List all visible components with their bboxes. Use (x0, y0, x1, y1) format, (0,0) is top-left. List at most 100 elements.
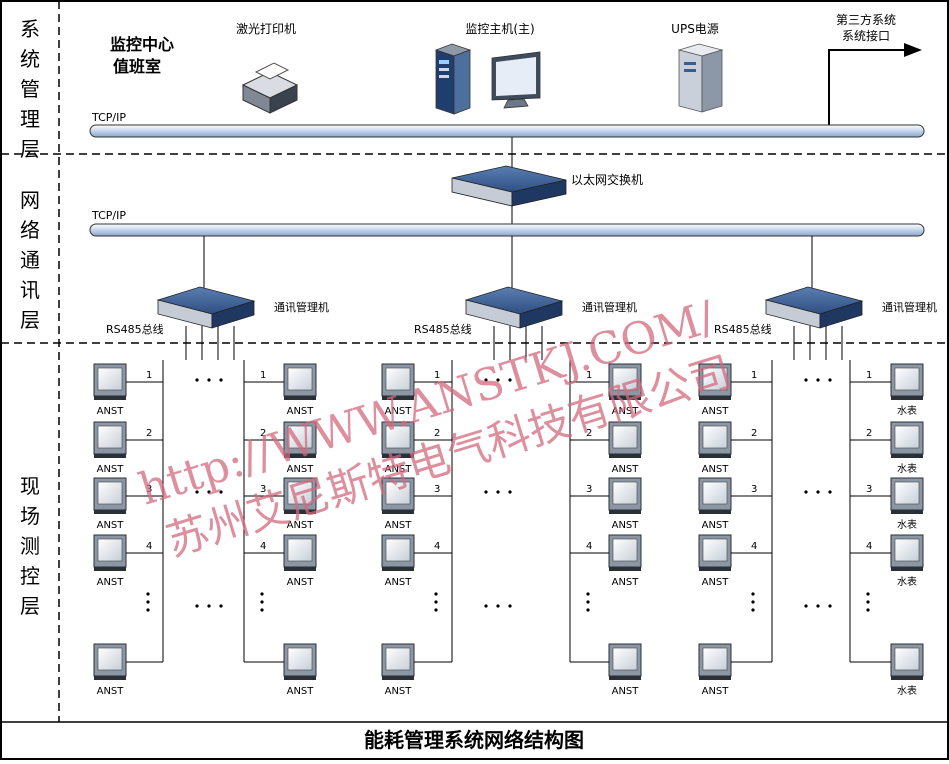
meter-label: ANST (287, 520, 315, 531)
horizontal-ellipsis (508, 490, 512, 494)
left-meter: ANST (93, 421, 127, 475)
host-server-icon (434, 43, 472, 115)
left-meter: ANST (93, 477, 127, 531)
meter-base (94, 567, 126, 571)
meter-screen (287, 647, 313, 671)
left-meter-number: 1 (751, 370, 757, 381)
meter-base (699, 396, 731, 400)
third-party-arrow-line (828, 49, 906, 128)
horizontal-ellipsis (508, 604, 512, 608)
left-meter-number: 1 (146, 370, 152, 381)
meter-screen (702, 538, 728, 562)
left-meter-number: 3 (434, 484, 440, 495)
comm-manager-label: 通讯管理机 (582, 300, 637, 314)
left-vertical-ellipsis (751, 608, 755, 612)
left-meter-number: 3 (146, 484, 152, 495)
layer-label-system-char: 理 (20, 107, 40, 131)
horizontal-ellipsis (828, 604, 832, 608)
right-meter: 水表 (890, 477, 924, 531)
left-vertical-ellipsis (751, 600, 755, 604)
left-meter: ANST (698, 477, 732, 531)
meter-label: ANST (612, 686, 640, 697)
meter-screen (385, 425, 411, 449)
meter-screen (385, 367, 411, 391)
right-meter: ANST (608, 363, 642, 417)
meter-label: 水表 (897, 404, 917, 417)
layer-label-field-char: 层 (20, 594, 40, 618)
meter-screen (702, 367, 728, 391)
layer-label-field-char: 测 (20, 534, 40, 558)
comm-manager-label: 通讯管理机 (882, 300, 937, 314)
layer-label-system-char: 层 (20, 137, 40, 161)
field-devices: ANST1ANST1ANST2ANST2ANST3ANST3ANST4ANST4… (93, 360, 924, 697)
horizontal-ellipsis (484, 378, 488, 382)
left-meter: ANST (381, 534, 415, 588)
layer-label-field-char: 现 (20, 474, 40, 498)
meter-label: ANST (97, 686, 125, 697)
left-vertical-ellipsis (146, 592, 150, 596)
meter-label: ANST (97, 577, 125, 588)
left-meter-number: 3 (751, 484, 757, 495)
meter-screen (612, 647, 638, 671)
left-meter-number: 4 (146, 541, 152, 552)
horizontal-ellipsis (804, 490, 808, 494)
right-meter: ANST (608, 477, 642, 531)
meter-label: ANST (612, 464, 640, 475)
monitor-icon (491, 51, 541, 109)
meter-screen (894, 367, 920, 391)
comm-manager-icon-side (819, 300, 863, 329)
duty-room-line1: 监控中心 (110, 35, 174, 54)
right-meter-number: 4 (866, 541, 872, 552)
left-vertical-ellipsis (146, 608, 150, 612)
right-meter: ANST (608, 421, 642, 475)
meter-screen (702, 647, 728, 671)
layer-label-network-char: 通 (20, 248, 40, 272)
left-vertical-ellipsis (434, 608, 438, 612)
meter-screen (894, 647, 920, 671)
meter-label: ANST (97, 520, 125, 531)
meter-screen (702, 481, 728, 505)
horizontal-ellipsis (816, 604, 820, 608)
right-meter-last: ANST (608, 643, 642, 697)
meter-base (699, 454, 731, 458)
right-meter-number: 3 (586, 484, 592, 495)
third-party-arrow-head (904, 43, 922, 57)
left-meter-number: 2 (751, 428, 757, 439)
layer-label-network-char: 网 (20, 188, 40, 212)
layer-label-field-char: 控 (20, 564, 40, 588)
right-meter-number: 2 (866, 428, 872, 439)
right-meter-number: 4 (586, 541, 592, 552)
horizontal-ellipsis (207, 378, 211, 382)
meter-base (891, 510, 923, 514)
left-meter-number: 1 (434, 370, 440, 381)
meter-label: ANST (385, 406, 413, 417)
right-meter-last: 水表 (890, 643, 924, 697)
meter-label: ANST (287, 464, 315, 475)
left-meter-last: ANST (93, 643, 127, 697)
meter-base (699, 567, 731, 571)
tcpip-top-label: TCP/IP (91, 111, 126, 124)
horizontal-ellipsis (195, 604, 199, 608)
left-vertical-ellipsis (434, 600, 438, 604)
right-vertical-ellipsis (866, 592, 870, 596)
host-label: 监控主机(主) (465, 22, 534, 36)
meter-label: ANST (385, 686, 413, 697)
right-vertical-ellipsis (260, 600, 264, 604)
meter-screen (97, 367, 123, 391)
left-vertical-ellipsis (146, 600, 150, 604)
meter-screen (287, 367, 313, 391)
horizontal-ellipsis (207, 604, 211, 608)
tcpip-label: TCP/IP (91, 209, 126, 222)
rs485-label: RS485总线 (714, 322, 772, 336)
field-group-2: ANST1ANST1ANST2ANST2ANST3ANST3ANST4ANST4… (381, 360, 642, 697)
right-vertical-ellipsis (866, 608, 870, 612)
meter-label: ANST (287, 686, 315, 697)
meter-base (284, 454, 316, 458)
meter-label: 水表 (897, 684, 917, 697)
comm-manager-label: 通讯管理机 (274, 300, 329, 314)
meter-screen (287, 481, 313, 505)
switch-label: 以太网交换机 (571, 172, 643, 187)
